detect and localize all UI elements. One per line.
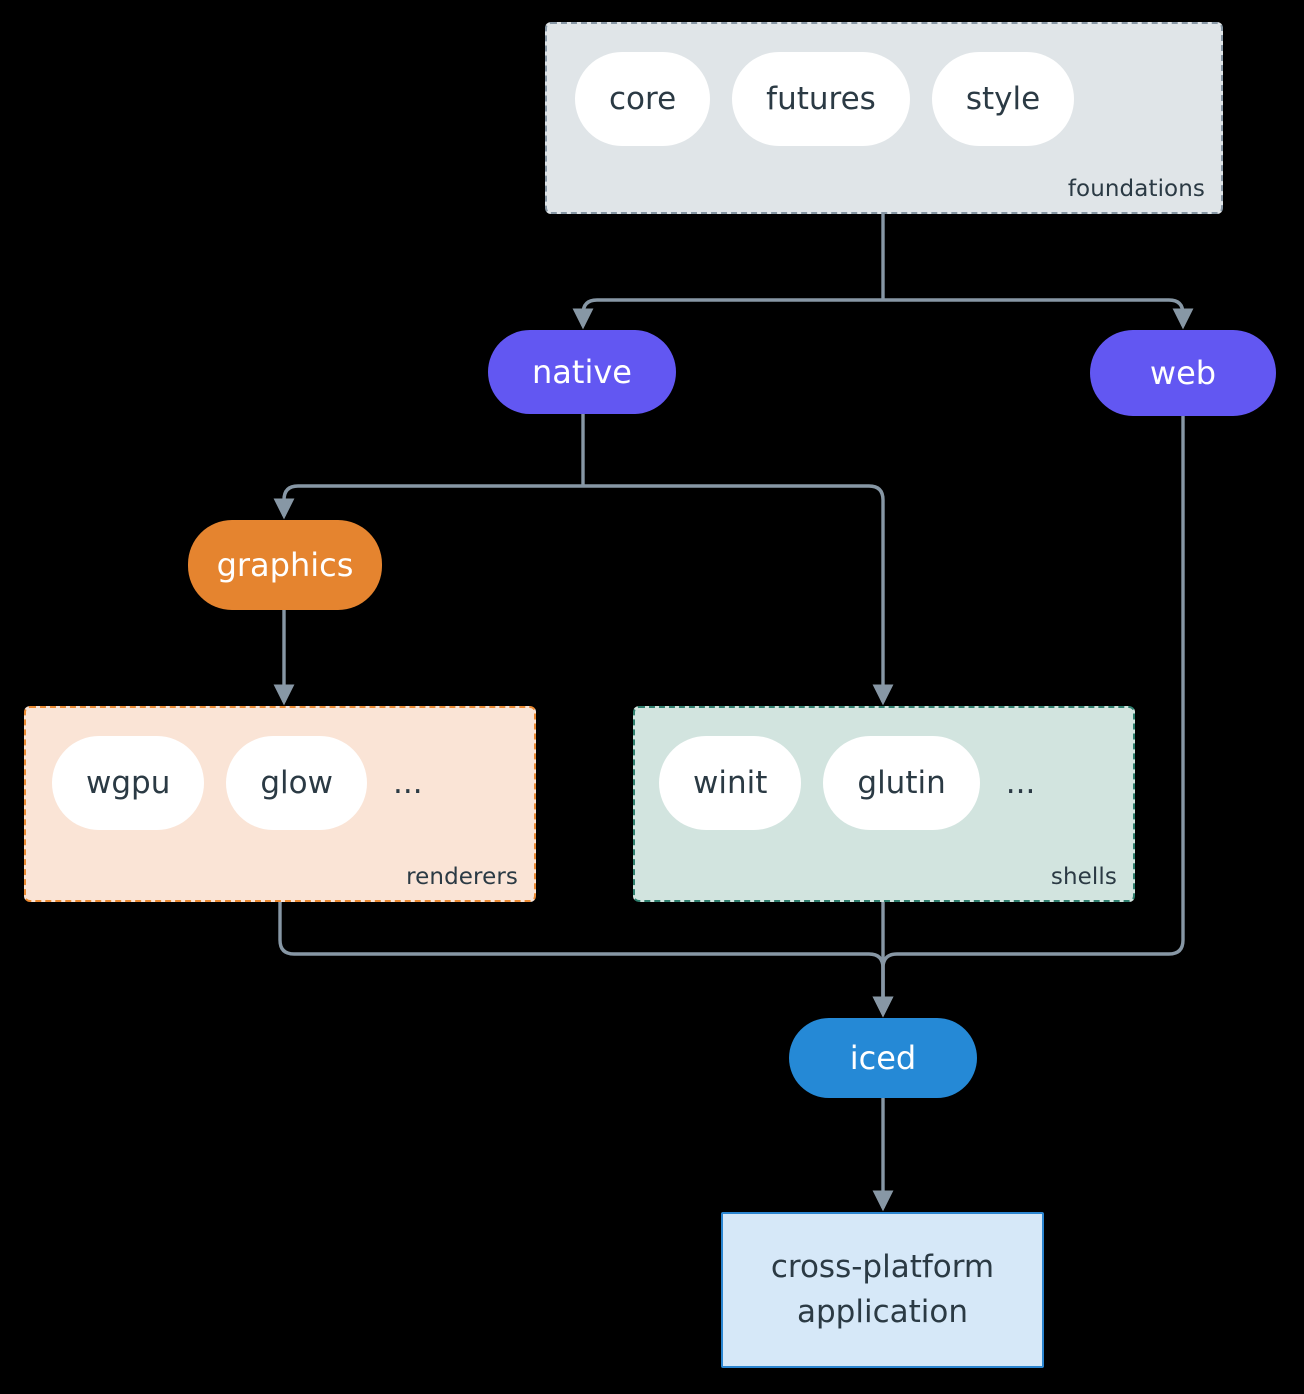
group-foundations: core futures style foundations [545, 22, 1223, 214]
group-label-foundations: foundations [1067, 176, 1205, 202]
shells-item-list: winit glutin ... [659, 736, 1039, 830]
application-line-1: cross-platform [770, 1249, 995, 1286]
shells-ellipsis: ... [1005, 765, 1036, 801]
foundations-item-list: core futures style [575, 52, 1075, 146]
group-label-shells: shells [1050, 864, 1117, 890]
group-shells: winit glutin ... shells [633, 706, 1135, 902]
pill-winit[interactable]: winit [659, 736, 802, 830]
group-renderers: wgpu glow ... renderers [24, 706, 536, 902]
pill-style[interactable]: style [931, 52, 1075, 146]
edge-foundations-native [572, 298, 883, 330]
edge-renderers-iced [278, 902, 894, 1018]
node-graphics[interactable]: graphics [188, 520, 382, 610]
node-iced[interactable]: iced [789, 1018, 977, 1098]
pill-glutin[interactable]: glutin [823, 736, 980, 830]
application-line-2: application [797, 1294, 968, 1330]
renderers-item-list: wgpu glow ... [52, 736, 427, 830]
edge-native-graphics [273, 484, 583, 520]
node-cross-platform-application[interactable]: cross-platform application [721, 1212, 1044, 1368]
pill-glow[interactable]: glow [226, 736, 367, 830]
edge-foundations-web [883, 298, 1194, 330]
edge-native-shells [583, 484, 894, 706]
pill-core[interactable]: core [575, 52, 711, 146]
node-native[interactable]: native [488, 330, 676, 414]
node-web[interactable]: web [1090, 330, 1276, 416]
pill-futures[interactable]: futures [732, 52, 910, 146]
pill-wgpu[interactable]: wgpu [52, 736, 205, 830]
group-label-renderers: renderers [406, 864, 518, 890]
renderers-ellipsis: ... [392, 765, 423, 801]
